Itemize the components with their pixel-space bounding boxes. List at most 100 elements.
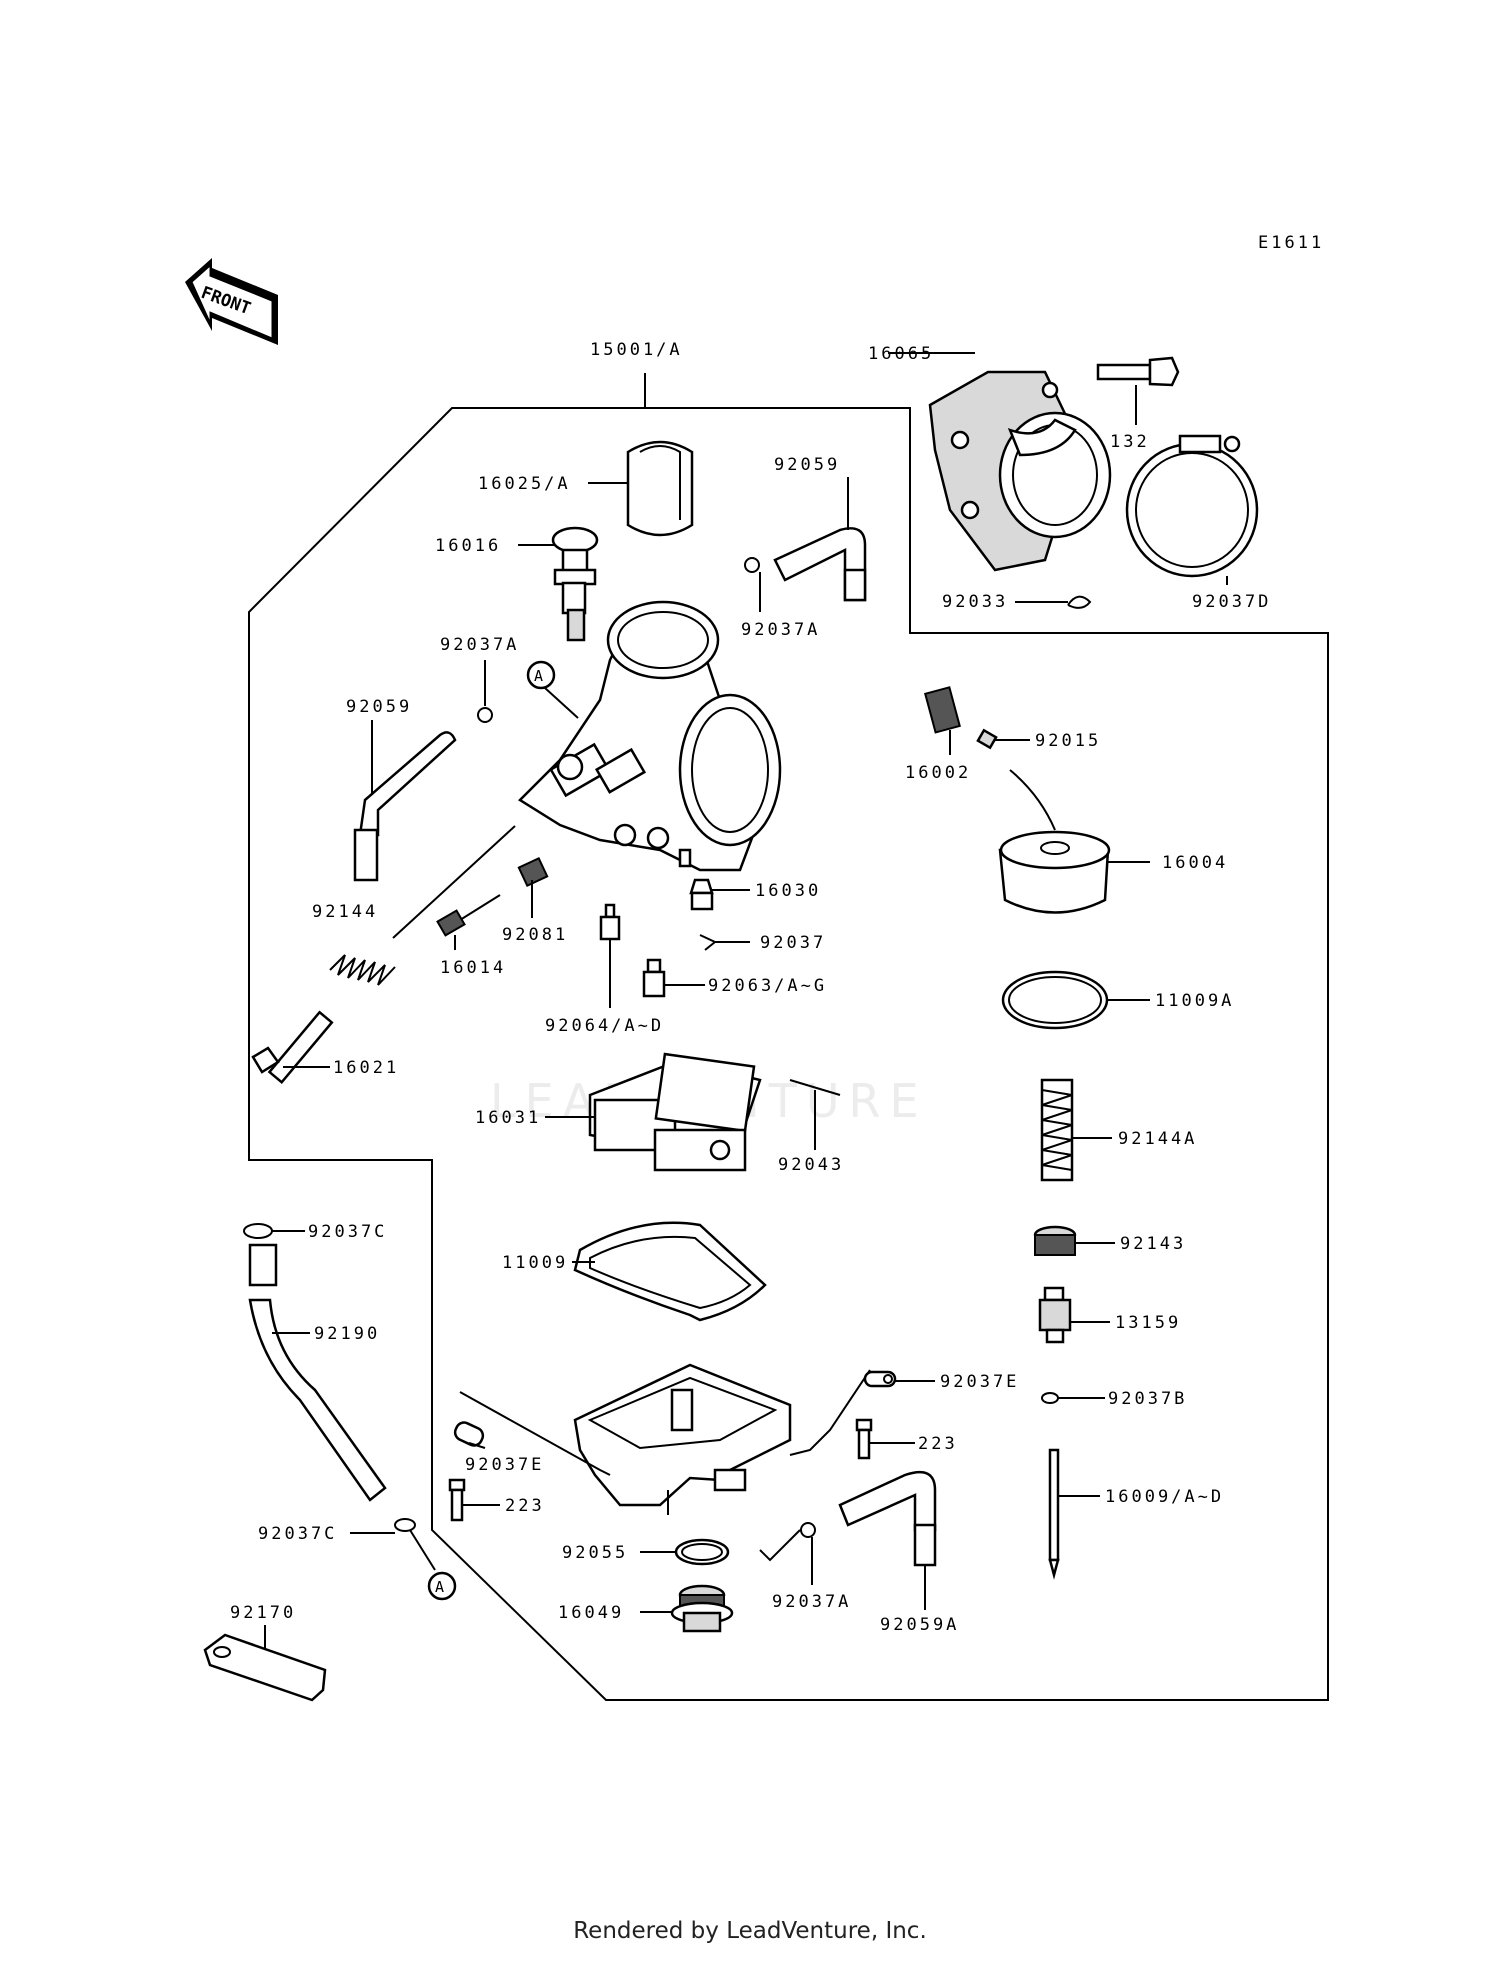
footer-credit: Rendered by LeadVenture, Inc. bbox=[573, 1918, 927, 1944]
label-16025: 16025/A bbox=[478, 474, 571, 494]
label-16014: 16014 bbox=[440, 958, 506, 978]
hose-92059A bbox=[838, 1470, 937, 1567]
label-92081: 92081 bbox=[502, 925, 568, 945]
label-92143: 92143 bbox=[1120, 1234, 1186, 1254]
label-13159: 13159 bbox=[1115, 1313, 1181, 1333]
label-92055: 92055 bbox=[562, 1543, 628, 1563]
label-15001: 15001/A bbox=[590, 340, 683, 360]
screw-223-left bbox=[448, 1478, 466, 1522]
label-92015: 92015 bbox=[1035, 731, 1101, 751]
hose-92059-left bbox=[353, 731, 457, 882]
jet-16030 bbox=[689, 878, 714, 911]
screw-223-right bbox=[855, 1418, 873, 1460]
screw-16014 bbox=[436, 894, 501, 937]
part-13159 bbox=[1038, 1286, 1072, 1344]
plug-16049 bbox=[670, 1584, 734, 1633]
throttle-valve-16025 bbox=[626, 440, 694, 537]
screw-16021 bbox=[251, 1010, 334, 1085]
label-92059A: 92059A bbox=[880, 1615, 959, 1635]
plug-92143 bbox=[1033, 1225, 1077, 1256]
label-92059-top: 92059 bbox=[774, 455, 840, 475]
label-92144A: 92144A bbox=[1118, 1129, 1197, 1149]
label-132: 132 bbox=[1110, 432, 1150, 452]
jet-92064 bbox=[599, 903, 621, 941]
label-223-left: 223 bbox=[505, 1496, 545, 1516]
clip-92033 bbox=[1067, 595, 1092, 609]
diagram-code: E1611 bbox=[1258, 233, 1324, 253]
callout-A-bottom-label: A bbox=[435, 1578, 444, 1596]
label-11009: 11009 bbox=[502, 1253, 568, 1273]
part-16002 bbox=[924, 686, 961, 734]
screw-16016 bbox=[551, 526, 599, 642]
clip-92037A-top bbox=[744, 557, 760, 573]
bowl-bracket-left bbox=[459, 1391, 611, 1476]
bolt-132 bbox=[1096, 356, 1180, 387]
pin-92043 bbox=[789, 1079, 841, 1096]
label-92037: 92037 bbox=[760, 933, 826, 953]
leader-A-top bbox=[544, 687, 579, 719]
label-92037E-right: 92037E bbox=[940, 1372, 1019, 1392]
hose-92190 bbox=[248, 1243, 387, 1502]
label-92033: 92033 bbox=[942, 592, 1008, 612]
front-arrow-icon: FRONT bbox=[185, 258, 278, 345]
clip-92037C-top bbox=[243, 1223, 273, 1239]
needle-16009 bbox=[1048, 1448, 1060, 1580]
label-11009A: 11009A bbox=[1155, 991, 1234, 1011]
float-16031 bbox=[588, 1052, 762, 1172]
carburetor-body bbox=[518, 600, 782, 872]
jet-92063 bbox=[642, 958, 666, 998]
label-92059-left: 92059 bbox=[346, 697, 412, 717]
label-92170: 92170 bbox=[230, 1603, 296, 1623]
label-92037D: 92037D bbox=[1192, 592, 1271, 612]
intake-holder-16065 bbox=[928, 370, 1112, 572]
callout-A-top-label: A bbox=[534, 667, 543, 685]
clip-92037A-left bbox=[477, 707, 493, 723]
label-92037E-left: 92037E bbox=[465, 1455, 544, 1475]
clip-92037A-bottom bbox=[800, 1522, 816, 1538]
label-16002: 16002 bbox=[905, 763, 971, 783]
label-16009: 16009/A~D bbox=[1105, 1487, 1224, 1507]
label-16016: 16016 bbox=[435, 536, 501, 556]
leader-92037E-left bbox=[468, 1442, 486, 1449]
label-92037C-bottom: 92037C bbox=[258, 1524, 337, 1544]
label-16065: 16065 bbox=[868, 344, 934, 364]
label-92037A-left: 92037A bbox=[440, 635, 519, 655]
assembly-outline bbox=[248, 407, 1329, 1701]
label-16049: 16049 bbox=[558, 1603, 624, 1623]
label-92190: 92190 bbox=[314, 1324, 380, 1344]
spring-92144A bbox=[1040, 1078, 1074, 1182]
leader-92144 bbox=[392, 825, 516, 939]
label-16021: 16021 bbox=[333, 1058, 399, 1078]
label-16030: 16030 bbox=[755, 881, 821, 901]
part-92015 bbox=[976, 728, 998, 750]
label-92144: 92144 bbox=[312, 902, 378, 922]
spring-92144 bbox=[329, 954, 396, 986]
label-92037A-bottom: 92037A bbox=[772, 1592, 851, 1612]
clip-92037C-bottom bbox=[394, 1518, 416, 1532]
leader-92037A-bottom-hook bbox=[759, 1529, 801, 1562]
spring-92081 bbox=[517, 856, 549, 888]
callout-A-bottom bbox=[427, 1571, 457, 1601]
label-16031: 16031 bbox=[475, 1108, 541, 1128]
clamp-92037D bbox=[1125, 434, 1259, 578]
bracket-92037E-right bbox=[863, 1370, 897, 1388]
strap-92170 bbox=[203, 1633, 327, 1702]
cap-16004 bbox=[998, 769, 1111, 914]
label-92037A-top: 92037A bbox=[741, 620, 820, 640]
oring-11009A bbox=[1001, 970, 1109, 1030]
callout-A-top bbox=[526, 660, 556, 690]
hose-92059-top bbox=[773, 527, 867, 602]
clip-92037 bbox=[699, 934, 717, 951]
bowl-bracket-right bbox=[789, 1369, 871, 1456]
leader-A-bottom bbox=[409, 1529, 436, 1571]
label-92043: 92043 bbox=[778, 1155, 844, 1175]
bracket-92037E-left bbox=[453, 1421, 485, 1447]
gasket-11009 bbox=[573, 1221, 767, 1322]
ring-92037B bbox=[1041, 1392, 1059, 1404]
label-92037C-top: 92037C bbox=[308, 1222, 387, 1242]
label-92037B: 92037B bbox=[1108, 1389, 1187, 1409]
label-16004: 16004 bbox=[1162, 853, 1228, 873]
label-92063: 92063/A~G bbox=[708, 976, 827, 996]
label-92064: 92064/A~D bbox=[545, 1016, 664, 1036]
